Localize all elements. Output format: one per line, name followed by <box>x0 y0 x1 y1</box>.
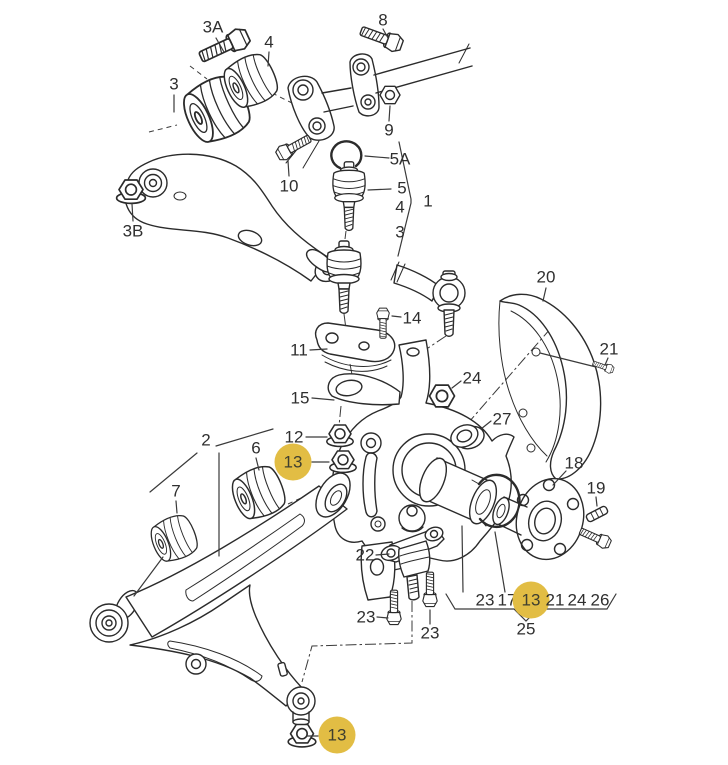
callout-6: 6 <box>251 438 261 458</box>
group-bracket-2 <box>149 428 274 557</box>
callout-22: 22 <box>355 545 375 565</box>
wheel-bolt-26 <box>577 524 614 551</box>
callout-21: 21 <box>599 339 619 359</box>
nut-12 <box>326 424 354 448</box>
callout-4-variant: 4 <box>395 197 405 217</box>
callout-17-row: 17 <box>497 590 517 610</box>
callout-3-variant: 3 <box>395 222 405 242</box>
callout-23-left: 23 <box>356 607 376 627</box>
seal-27 <box>450 424 485 450</box>
callout-11: 11 <box>290 340 308 360</box>
bushing-7 <box>145 510 203 567</box>
callout-3-bushing: 3 <box>169 74 179 94</box>
callout-15: 15 <box>290 388 310 408</box>
callout-25-group: 25 <box>516 619 536 639</box>
lower-control-arm <box>89 472 351 726</box>
callout-18: 18 <box>564 453 584 473</box>
bolt-23-right <box>422 571 438 608</box>
callout-27: 27 <box>492 409 512 429</box>
snap-ring <box>471 473 521 529</box>
callout-13-selected-upper[interactable]: 13 <box>274 443 312 481</box>
callout-4-bushing: 4 <box>264 32 274 52</box>
callout-13-selected-bottom[interactable]: 13 <box>318 716 356 754</box>
callout-9: 9 <box>384 120 394 140</box>
callout-5a: 5A <box>389 149 411 169</box>
callout-26-row: 26 <box>590 590 610 610</box>
group-bracket-1 <box>397 141 412 257</box>
callout-3a: 3A <box>202 17 224 37</box>
clamp-plate-11 <box>314 322 396 372</box>
callout-1-group: 1 <box>423 191 433 211</box>
group-bracket-25 <box>445 593 617 622</box>
callout-20: 20 <box>536 267 556 287</box>
callout-23-right: 23 <box>420 623 440 643</box>
callout-13-selected-row[interactable]: 13 <box>512 581 550 619</box>
bolt-10 <box>273 130 315 164</box>
callout-3b: 3B <box>122 221 144 241</box>
wheel-bearing <box>418 457 498 525</box>
callout-5: 5 <box>397 178 407 198</box>
ball-joint-variant <box>326 240 362 314</box>
brake-backing-plate <box>498 293 602 480</box>
callout-12: 12 <box>284 427 304 447</box>
callout-2-group: 2 <box>201 430 211 450</box>
nut-9 <box>379 85 401 105</box>
splined-pin-19 <box>585 505 609 523</box>
callout-23-row: 23 <box>475 590 495 610</box>
upper-link-plates <box>285 43 473 169</box>
callout-7: 7 <box>171 481 181 501</box>
callout-21-row: 21 <box>545 590 565 610</box>
wheel-hub <box>492 477 585 561</box>
callout-24-row: 24 <box>567 590 587 610</box>
tie-rod-end <box>390 261 466 337</box>
circlip-5a <box>330 140 363 170</box>
callout-19: 19 <box>586 478 606 498</box>
leader-lines <box>131 28 609 737</box>
ball-joint-5 <box>332 161 366 232</box>
callout-8: 8 <box>378 10 388 30</box>
callout-24: 24 <box>462 368 482 388</box>
screw-21 <box>539 352 616 375</box>
nut-24 <box>428 384 456 408</box>
ball-joint-22 <box>380 504 445 601</box>
callout-14: 14 <box>402 308 422 328</box>
callout-10: 10 <box>279 176 299 196</box>
